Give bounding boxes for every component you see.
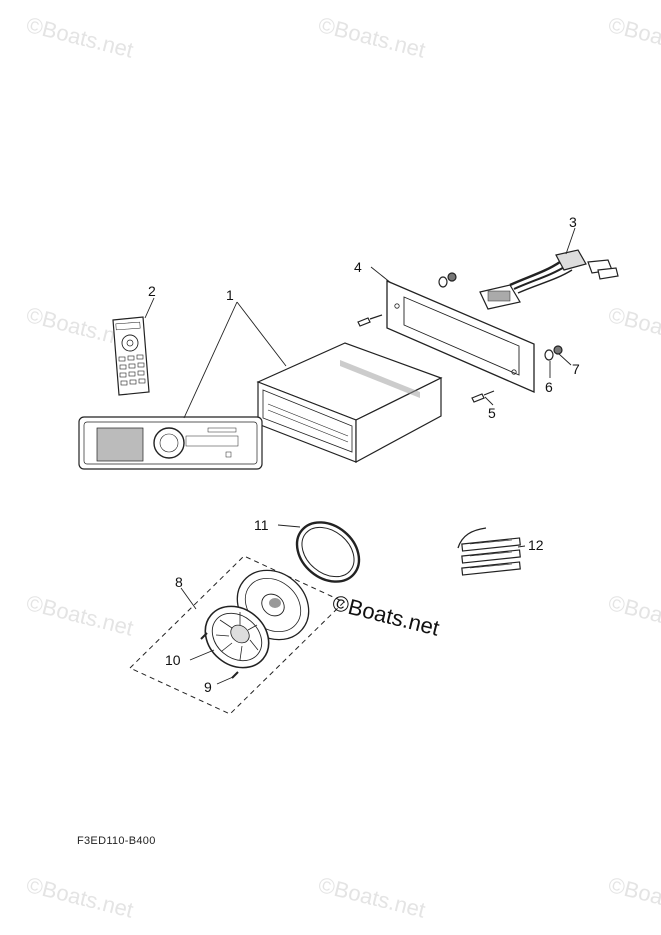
callout-4: 4 (354, 259, 362, 275)
wiring-harness[interactable] (479, 249, 619, 310)
radio-faceplate[interactable] (78, 416, 263, 470)
mounting-plate[interactable] (386, 280, 535, 393)
diagram-code: F3ED110-B400 (77, 835, 156, 847)
speaker-wires[interactable] (457, 527, 521, 576)
washer-nut[interactable] (438, 272, 563, 361)
callout-6: 6 (545, 379, 553, 395)
callout-9: 9 (204, 679, 212, 695)
callout-11: 11 (254, 517, 269, 533)
callout-8: 8 (175, 574, 183, 590)
callout-2: 2 (148, 283, 156, 299)
remote-control[interactable] (112, 316, 150, 396)
callout-3: 3 (569, 214, 577, 230)
screw[interactable] (357, 314, 495, 403)
callout-10: 10 (165, 652, 181, 668)
callout-5: 5 (488, 405, 496, 421)
speaker-grille[interactable] (193, 594, 281, 681)
callout-7: 7 (572, 361, 580, 377)
callout-12: 12 (528, 537, 544, 553)
radio-chassis[interactable] (256, 342, 443, 464)
callout-1: 1 (226, 287, 234, 303)
leader-lines (144, 227, 576, 685)
speaker-gasket[interactable] (285, 510, 371, 594)
callout-labels: 1 2 3 4 5 6 7 8 9 10 11 12 (148, 214, 580, 695)
